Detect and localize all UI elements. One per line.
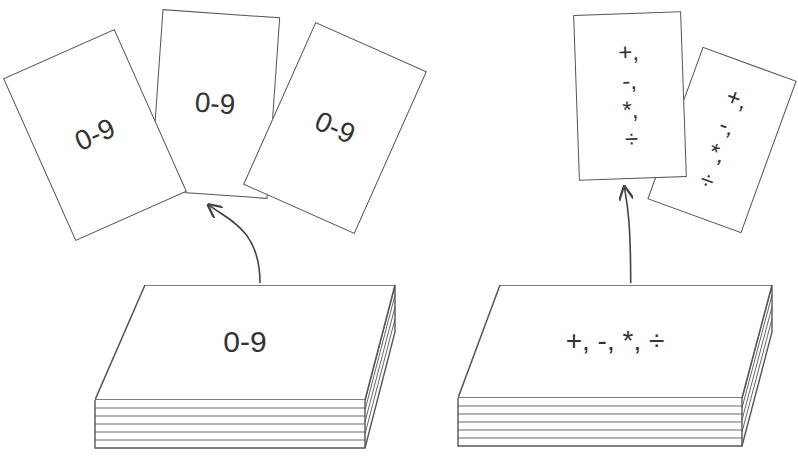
drawn-card: +, -, *, ÷ (573, 11, 687, 181)
card-label: 0-9 (194, 87, 237, 122)
card-label: 0-9 (70, 112, 120, 158)
card-deck: 0-9 (95, 285, 395, 400)
card-label: 0-9 (310, 105, 360, 151)
card-deck: +, -, *, ÷ (458, 285, 772, 398)
card-label: +, -, *, ÷ (688, 81, 757, 200)
draw-arrow (208, 205, 260, 283)
card-label: +, -, *, ÷ (612, 38, 647, 154)
deck-label: +, -, *, ÷ (566, 325, 665, 357)
deck-label: 0-9 (223, 325, 266, 360)
draw-arrow (624, 187, 630, 283)
